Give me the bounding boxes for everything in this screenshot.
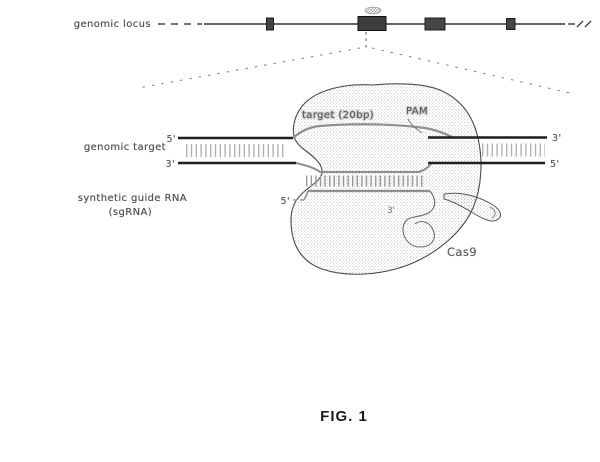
genomic-locus-label: genomic locus bbox=[74, 19, 151, 30]
genomic-target-label: genomic target bbox=[84, 142, 166, 153]
exon-box-3 bbox=[424, 17, 446, 31]
exon-box-target bbox=[357, 16, 387, 31]
top-right-3prime-label: 3' bbox=[552, 133, 561, 144]
bottom-left-3prime-label: 3' bbox=[166, 159, 175, 170]
locus-marker-oval bbox=[364, 6, 382, 15]
blob-annotations: target (20bp) PAM bbox=[301, 105, 429, 134]
genomic-locus-track: genomic locus bbox=[74, 6, 592, 31]
sgrna-scaffold-loop bbox=[402, 190, 436, 248]
cas9-label: Cas9 bbox=[447, 245, 477, 259]
locus-end-slash-2 bbox=[584, 20, 592, 28]
sgrna-3prime-label: 3' bbox=[387, 206, 395, 216]
cas9-protein: Cas9 bbox=[290, 83, 501, 275]
exon-box-1 bbox=[266, 17, 274, 31]
sgrna-label-line2: (sgRNA) bbox=[109, 207, 152, 218]
sgrna-scaffold-tail bbox=[443, 192, 501, 222]
target-strand-inner bbox=[295, 162, 432, 173]
figure-caption: FIG. 1 bbox=[320, 408, 368, 425]
pam-pointer-line bbox=[407, 118, 423, 134]
exon-box-4 bbox=[506, 18, 516, 30]
sgrna-5prime-label: 5' bbox=[281, 196, 290, 207]
pam-label: PAM bbox=[406, 106, 428, 117]
zoom-indicator bbox=[137, 32, 571, 94]
locus-end-slash-1 bbox=[576, 20, 584, 28]
zoom-spread-left bbox=[137, 47, 361, 89]
bottom-right-5prime-label: 5' bbox=[550, 159, 559, 170]
target-20bp-label: target (20bp) bbox=[302, 110, 374, 121]
genomic-dna: genomic target 5' 3' 3' 5' bbox=[84, 123, 561, 173]
displaced-strand bbox=[292, 123, 453, 139]
sgrna-group: synthetic guide RNA (sgRNA) 5' 3' bbox=[78, 175, 430, 218]
top-left-5prime-label: 5' bbox=[167, 134, 176, 145]
sgrna-5prime-curve bbox=[303, 190, 309, 201]
sgrna-label-line1: synthetic guide RNA bbox=[78, 193, 187, 204]
sgrna-tail-tip-loop bbox=[489, 206, 496, 219]
